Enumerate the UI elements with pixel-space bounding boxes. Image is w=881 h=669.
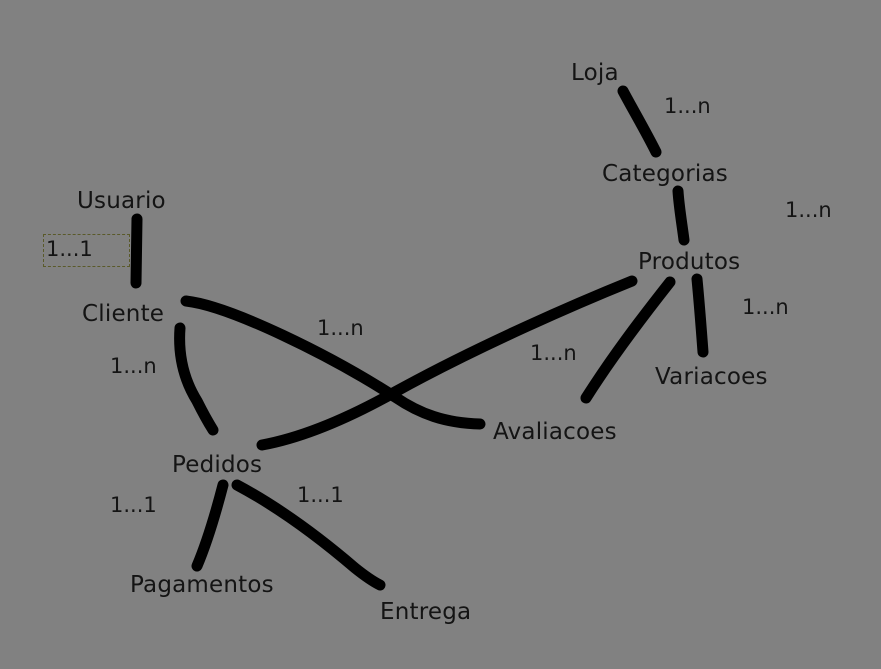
entity-entrega: Entrega — [380, 599, 472, 625]
entity-cliente: Cliente — [82, 301, 165, 327]
entity-pedidos: Pedidos — [172, 452, 263, 478]
cardinality-cliente-avaliacoes: 1...n — [317, 316, 364, 340]
connector-produtos-avaliacoes — [580, 276, 676, 404]
cardinality-loja-categorias: 1...n — [664, 94, 711, 118]
cardinality-pedidos-entrega: 1...1 — [297, 483, 344, 507]
cardinality-usuario-cliente[interactable]: 1...1 — [46, 237, 93, 261]
cardinality-categorias-produtos: 1...n — [785, 198, 832, 222]
connector-categorias-produtos — [672, 185, 690, 246]
cardinality-produtos-variacoes: 1...n — [742, 295, 789, 319]
entity-produtos: Produtos — [638, 249, 741, 275]
connector-loja-categorias — [617, 85, 662, 158]
entity-loja: Loja — [571, 60, 619, 86]
connector-usuario-cliente — [130, 213, 143, 289]
connector-cliente-avaliacoes — [180, 295, 486, 430]
connector-produtos-pedidos — [256, 275, 638, 451]
connector-pedidos-entrega — [231, 479, 386, 591]
cardinality-produtos-avaliacoes: 1...n — [530, 341, 577, 365]
entity-variacoes: Variacoes — [655, 364, 768, 390]
connector-pedidos-pagamentos — [191, 479, 229, 572]
entity-usuario: Usuario — [77, 188, 166, 214]
connector-cliente-pedidos — [174, 322, 219, 436]
cardinality-cliente-pedidos: 1...n — [110, 354, 157, 378]
entity-avaliacoes: Avaliacoes — [493, 419, 617, 445]
cardinality-pedidos-pagamentos: 1...1 — [110, 493, 157, 517]
connector-produtos-variacoes — [691, 273, 709, 358]
entity-categorias: Categorias — [602, 161, 728, 187]
selection-box[interactable] — [43, 234, 130, 267]
entity-pagamentos: Pagamentos — [130, 572, 274, 598]
